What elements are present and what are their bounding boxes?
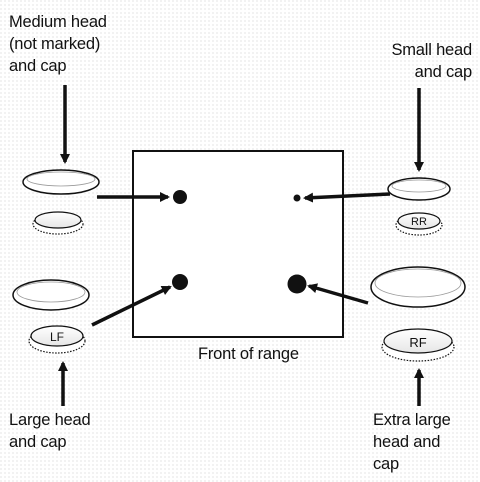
extra-large-head-icon (370, 266, 466, 308)
large-label-line-1: Large head (9, 411, 91, 429)
medium-label-line-2: (not marked) (9, 35, 101, 53)
large-head-label: Large head and cap (9, 409, 91, 453)
extra-large-label-line-1: Extra large (373, 411, 451, 429)
small-label-line-2: and cap (414, 63, 473, 81)
small-burner-position (293, 194, 301, 202)
small-head-icon (387, 177, 451, 201)
rr-cap-mark: RR (411, 216, 427, 228)
extra-large-cap-icon: RF (381, 328, 455, 362)
range-top-outline (132, 150, 344, 338)
rf-cap-mark: RF (409, 335, 426, 350)
small-position-arrow (303, 192, 391, 203)
extra-large-label-line-3: cap (373, 455, 400, 473)
extra-large-burner-position (287, 274, 307, 294)
large-head-icon (12, 279, 90, 311)
medium-cap-icon (32, 211, 84, 235)
small-head-label: Small head and cap (391, 39, 472, 83)
extra-large-label-line-2: head and (373, 433, 441, 451)
lf-cap-mark: LF (50, 330, 64, 344)
medium-head-label: Medium head (not marked) and cap (9, 11, 107, 77)
extra-large-head-label: Extra large head and cap (373, 409, 451, 475)
medium-label-line-3: and cap (9, 57, 67, 75)
extra-large-position-arrow (307, 283, 369, 305)
small-label-line-1: Small head (391, 41, 472, 59)
large-burner-position (172, 274, 188, 290)
medium-label-line-1: Medium head (9, 13, 107, 31)
large-position-arrow (91, 285, 172, 327)
medium-burner-position (173, 190, 187, 204)
large-label-line-2: and cap (9, 433, 67, 451)
small-cap-icon: RR (395, 212, 443, 236)
medium-head-icon (22, 169, 100, 195)
large-cap-icon: LF (28, 325, 86, 354)
front-of-range-label: Front of range (198, 345, 299, 363)
